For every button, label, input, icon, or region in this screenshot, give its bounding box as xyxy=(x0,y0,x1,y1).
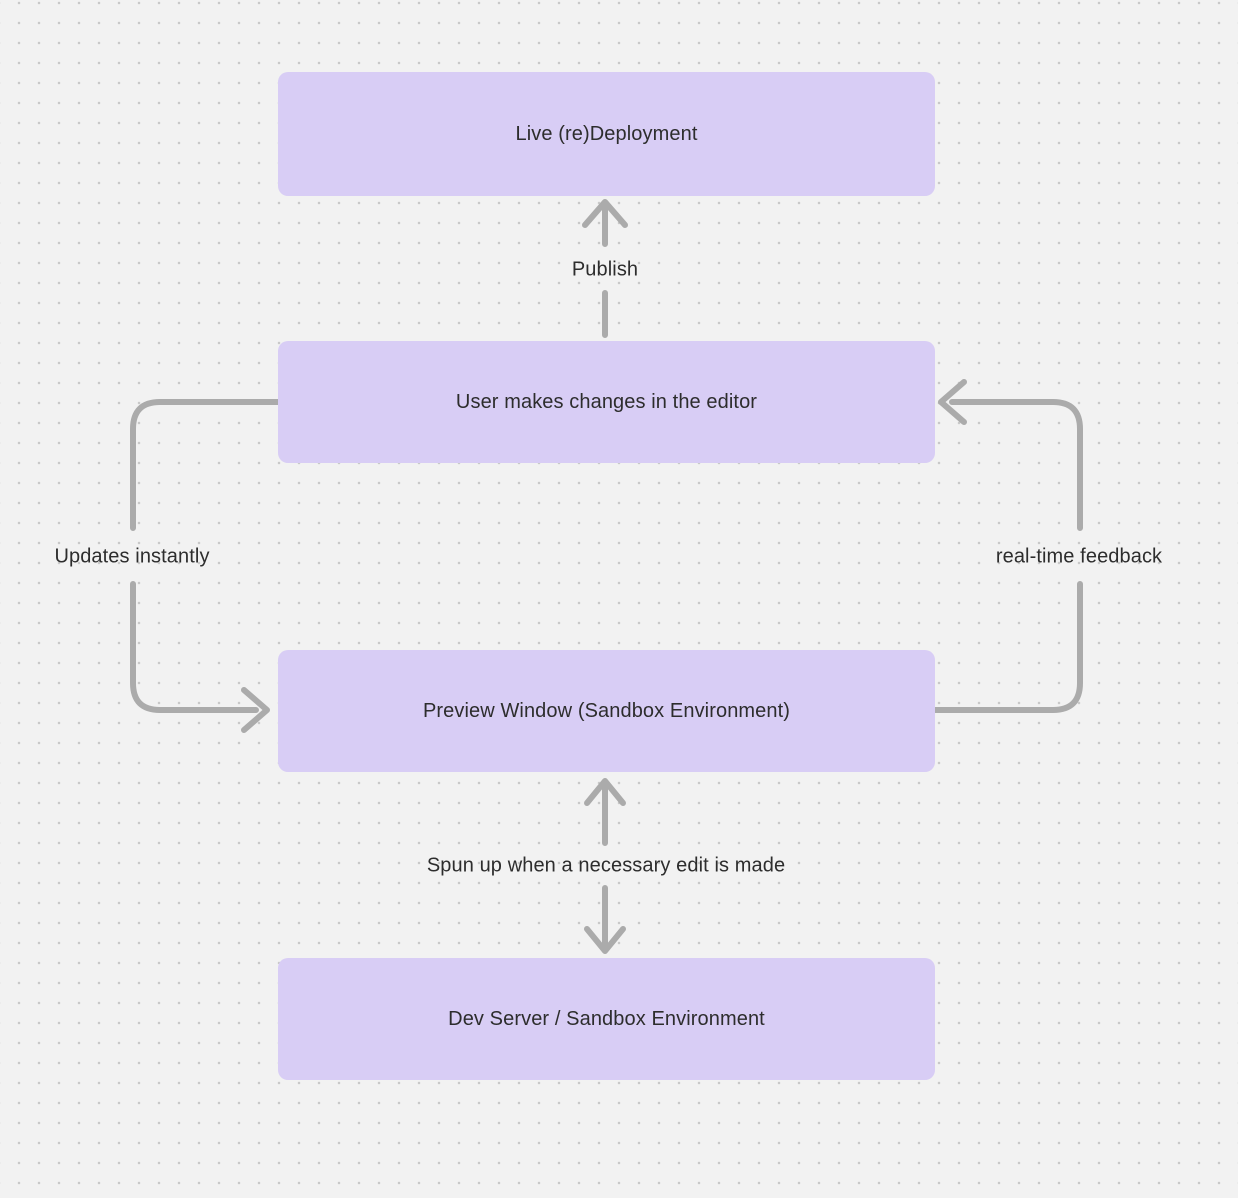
edge-label-realtime-feedback: real-time feedback xyxy=(995,545,1163,568)
node-label: Preview Window (Sandbox Environment) xyxy=(422,699,791,722)
edge-label-spun-up: Spun up when a necessary edit is made xyxy=(426,854,786,877)
arrow-up-publish-icon xyxy=(582,199,628,338)
node-label: User makes changes in the editor xyxy=(455,390,758,413)
node-dev-server: Dev Server / Sandbox Environment xyxy=(278,958,935,1080)
edge-label-publish: Publish xyxy=(571,258,639,281)
node-user-makes-changes: User makes changes in the editor xyxy=(278,341,935,463)
arrow-up-spun-up-icon xyxy=(584,778,626,846)
node-live-redeployment: Live (re)Deployment xyxy=(278,72,935,196)
arrow-realtime-feedback xyxy=(932,379,1083,713)
node-label: Dev Server / Sandbox Environment xyxy=(448,1007,765,1030)
arrow-updates-instantly xyxy=(130,399,281,733)
edge-label-updates-instantly: Updates instantly xyxy=(54,545,210,568)
node-preview-window: Preview Window (Sandbox Environment) xyxy=(278,650,935,772)
node-label: Live (re)Deployment xyxy=(515,122,698,145)
arrow-down-spun-up-icon xyxy=(584,885,626,954)
